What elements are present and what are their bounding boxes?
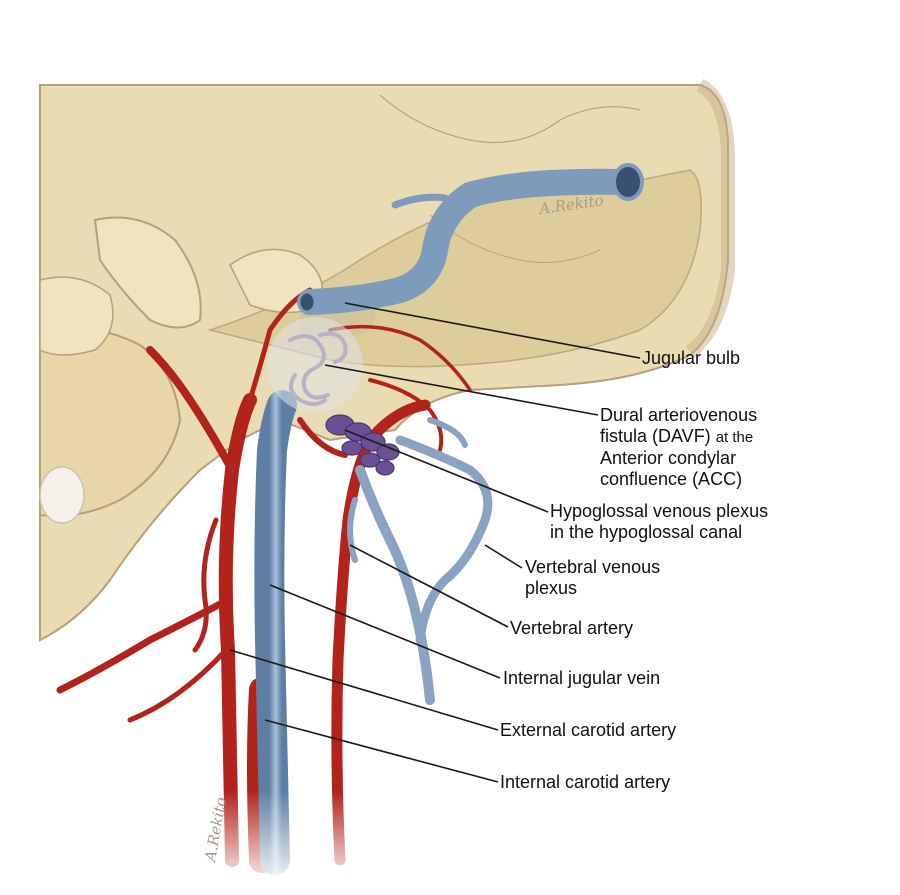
leader-jugular-bulb [344,302,641,359]
suture-line [379,94,641,144]
label-davf-line-4: confluence (ACC) [600,469,743,489]
label-davf-line-3: Anterior condylar [600,448,737,468]
vertebral-venous-plexus-vessel-3 [427,417,468,448]
vertebral-artery-branch [297,417,348,458]
vertebra-c1 [39,276,114,356]
label-vertebral-venous-line-1: Vertebral venous [525,557,661,577]
carotid-branch-1 [146,346,236,474]
jugular-bulb-opening [297,290,317,314]
vertebral-venous-plexus-vessel-2 [395,435,493,645]
occipital-bone-edge [685,78,735,358]
carotid-branch-2 [56,596,232,694]
davf-region [267,317,400,476]
label-davf-line-1: Dural arteriovenous [600,405,758,425]
leader-internal-carotid [264,719,499,783]
label-internal-carotid-artery: Internal carotid artery [500,772,671,792]
occipital-branch [368,378,444,452]
label-external-carotid-artery: External carotid artery [500,720,677,740]
vertebral-venous-plexus-vessel-1 [355,465,435,705]
label-vertebral-artery: Vertebral artery [510,618,634,638]
veins [254,163,644,875]
petrosal-sinus [391,193,449,209]
leader-vertebral-artery [349,544,509,628]
label-davf: Dural arteriovenous fistula (DAVF) at th… [600,405,757,490]
carotid-branch-4 [192,517,219,653]
meningeal-branch-2 [328,324,472,392]
label-davf-line-2b: at the [715,429,754,446]
hypoglossal-venous-plexus-cluster [325,414,400,476]
vertebral-venous-plexus-vessel-4 [347,497,358,563]
leader-internal-jugular [269,584,501,679]
leader-external-carotid [229,649,499,731]
leader-davf [324,364,599,416]
styloid-process [93,216,202,329]
label-hypoglossal-line-1: Hypoglossal venous plexus [550,501,769,521]
sinus-opening [612,163,644,201]
label-davf-line-2a: fistula (DAVF) [600,426,711,446]
leader-hypoglossal [344,429,549,513]
sigmoid-sinus [297,168,638,315]
suture-line-2 [429,214,601,263]
davf-tangle [288,331,348,406]
leader-lines [229,302,641,783]
meningeal-branch [247,287,313,403]
label-internal-jugular-vein: Internal jugular vein [503,668,661,688]
label-vertebral-venous-plexus: Vertebral venous plexus [525,557,660,599]
label-jugular-bulb: Jugular bulb [642,348,741,368]
label-hypoglossal-venous-plexus: Hypoglossal venous plexus in the hypoglo… [550,501,768,543]
tooth [39,466,85,524]
label-vertebral-venous-line-2: plexus [525,578,578,598]
label-hypoglossal-line-2: in the hypoglossal canal [550,522,743,542]
leader-vertebral-venous [484,544,523,569]
bottom-fade [180,790,480,890]
internal-jugular-vein-vessel [254,390,297,875]
label-davf-line-2: fistula (DAVF) at the [600,426,757,448]
carotid-branch-3 [127,647,229,723]
